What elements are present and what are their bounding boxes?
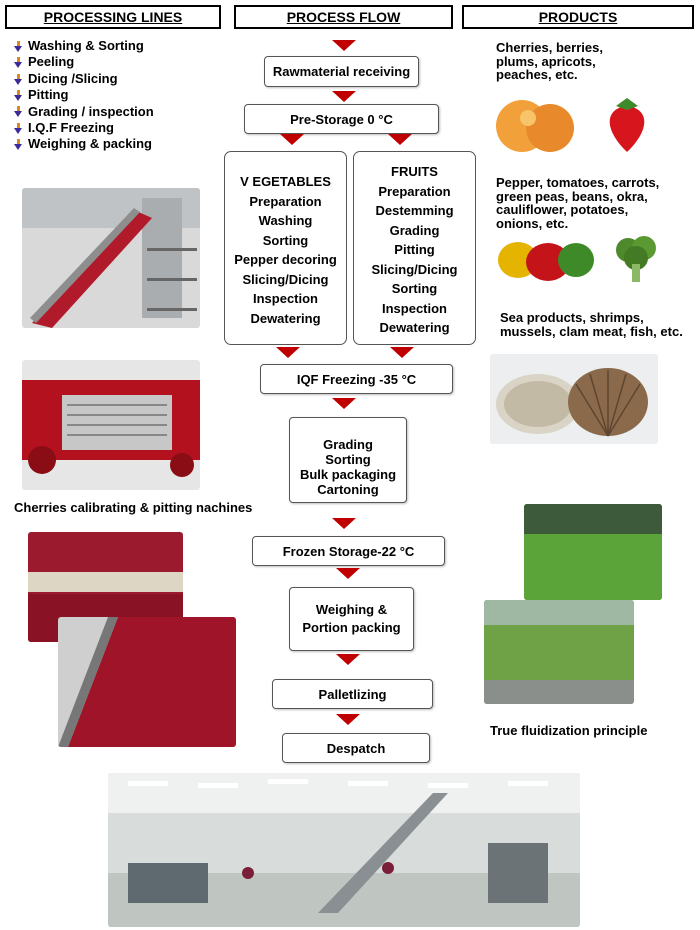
arrow-bullet-icon [14, 89, 23, 101]
fruits-column: FRUITS Preparation Destemming Grading Pi… [353, 151, 476, 345]
iqf-freezing-box: IQF Freezing -35 °C [260, 364, 453, 394]
vegetables-step: Dewatering [250, 310, 321, 326]
list-item: Dicing /Slicing [14, 71, 154, 87]
list-item: Washing & Sorting [14, 38, 154, 54]
arrow-bullet-icon [14, 106, 23, 118]
list-item: Peeling [14, 54, 154, 70]
flow-arrow [332, 518, 356, 529]
pre-storage-box: Pre-Storage 0 °C [244, 104, 439, 134]
fruits-step: Grading [389, 222, 440, 238]
vegetables-column: V EGETABLES Preparation Washing Sorting … [224, 151, 347, 345]
arrow-bullet-icon [14, 139, 23, 151]
arrow-bullet-icon [14, 73, 23, 85]
arrow-bullet-icon [14, 40, 23, 52]
fruits-step: Destemming [375, 203, 454, 218]
peach-photo [492, 88, 580, 160]
shells-photo [490, 354, 658, 444]
vegetables-step: Washing [258, 213, 313, 228]
fruits-step: Dewatering [379, 320, 450, 335]
list-item: Grading / inspection [14, 104, 154, 120]
fruits-title: FRUITS [391, 164, 438, 179]
header-processing-lines: PROCESSING LINES [5, 5, 221, 29]
vegetables-step: Pepper decoring [234, 252, 337, 267]
products-veg-text: Pepper, tomatoes, carrots, green peas, b… [496, 175, 660, 231]
vegetables-title: V EGETABLES [240, 174, 331, 189]
flow-arrow [390, 347, 414, 358]
products-sea-text: Sea products, shrimps, mussels, clam mea… [500, 310, 683, 339]
fluidization-tunnel-photo [524, 504, 662, 600]
fruits-step: Sorting [391, 281, 438, 296]
frozen-storage-box: Frozen Storage-22 °C [252, 536, 445, 566]
factory-floor-photo [108, 773, 580, 927]
vegetables-step: Slicing/Dicing [242, 271, 329, 287]
raw-material-box: Rawmaterial receiving [264, 56, 419, 87]
arrow-bullet-icon [14, 57, 23, 69]
flow-arrow [388, 134, 412, 145]
processing-lines-list: Washing & Sorting Peeling Dicing /Slicin… [14, 38, 154, 153]
peppers-photo [496, 232, 596, 284]
vegetables-step: Inspection [252, 291, 318, 306]
list-item: I.Q.F Freezing [14, 120, 154, 136]
cherry-machine-photo [22, 360, 200, 490]
flow-arrow [336, 714, 360, 725]
flow-arrow [336, 568, 360, 579]
flow-arrow [276, 347, 300, 358]
flow-arrow [336, 654, 360, 665]
vegetables-step: Sorting [262, 232, 309, 248]
flow-arrow [332, 40, 356, 51]
list-item: Weighing & packing [14, 136, 154, 152]
broccoli-photo [608, 232, 664, 284]
vegetables-step: Preparation [249, 193, 322, 209]
flow-arrow [332, 398, 356, 409]
fruits-step: Preparation [378, 183, 451, 199]
grading-packaging-box: Grading Sorting Bulk packaging Cartoning [289, 417, 407, 503]
flow-arrow [332, 91, 356, 102]
despatch-box: Despatch [282, 733, 430, 763]
cherries-caption: Cherries calibrating & pitting nachines [14, 500, 253, 515]
conveyor-line-photo [22, 188, 200, 328]
header-products: PRODUCTS [462, 5, 694, 29]
fluidization-bed-photo [484, 600, 634, 704]
fruits-step: Inspection [381, 300, 447, 316]
header-process-flow: PROCESS FLOW [234, 5, 453, 29]
fruits-step: Slicing/Dicing [371, 261, 458, 277]
fluidization-caption: True fluidization principle [490, 723, 648, 738]
palletlizing-box: Palletlizing [272, 679, 433, 709]
list-item: Pitting [14, 87, 154, 103]
products-fruits-text: Cherries, berries, plums, apricots, peac… [496, 40, 603, 82]
flow-arrow [280, 134, 304, 145]
weighing-packing-box: Weighing & Portion packing [289, 587, 414, 651]
strawberry-photo [598, 94, 656, 156]
arrow-bullet-icon [14, 122, 23, 134]
cherry-conveyor-photo [58, 617, 236, 747]
fruits-step: Pitting [394, 242, 435, 257]
